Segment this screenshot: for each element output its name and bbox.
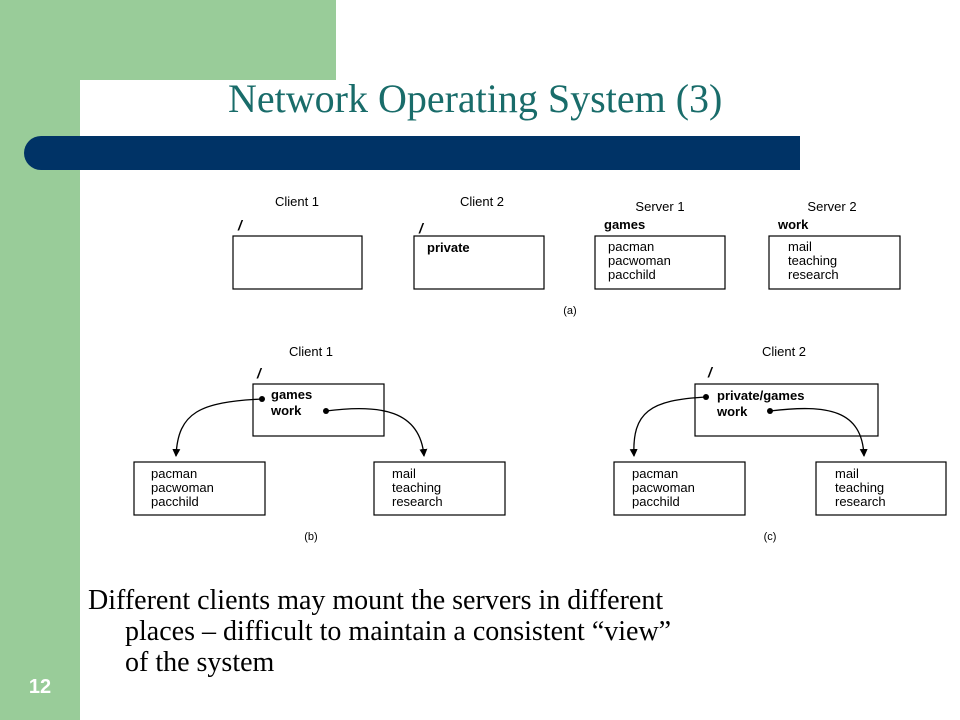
slide-body-text: Different clients may mount the servers … (88, 585, 868, 678)
b-right-file: mail (392, 466, 416, 481)
c-left-file: pacchild (632, 494, 680, 509)
a-client2-label: Client 2 (460, 194, 504, 209)
a-server1-file: pacman (608, 239, 654, 254)
a-client1-root: / (237, 217, 244, 233)
a-server2-box (768, 235, 901, 290)
b-client-entry: games (271, 387, 312, 402)
c-right-box (815, 461, 947, 516)
slide-number: 12 (28, 676, 52, 698)
a-caption: (a) (563, 305, 576, 317)
a-server1-box (594, 235, 726, 290)
c-client-label: Client 2 (762, 344, 806, 359)
c-client-entry: private/games (717, 388, 804, 403)
left-accent-band (0, 0, 80, 720)
a-server2-file: teaching (788, 253, 837, 268)
b-left-file: pacman (151, 466, 197, 481)
c-client-root: / (707, 364, 714, 380)
c-right-file: teaching (835, 480, 884, 495)
b-right-box (373, 461, 506, 516)
b-left-file: pacchild (151, 494, 199, 509)
b-left-file: pacwoman (151, 480, 214, 495)
c-right-file: mail (835, 466, 859, 481)
b-client-box (252, 383, 385, 437)
c-mount-arrow-work (769, 407, 868, 457)
a-server2-file: research (788, 267, 839, 282)
a-client2-box (413, 235, 545, 290)
a-server2-file: mail (788, 239, 812, 254)
b-client-root: / (256, 365, 263, 381)
a-client2-root: / (418, 220, 425, 236)
a-client1-label: Client 1 (275, 194, 319, 209)
top-accent-block (80, 0, 336, 80)
c-left-file: pacwoman (632, 480, 695, 495)
c-client-entry: work (716, 404, 748, 419)
c-left-file: pacman (632, 466, 678, 481)
slide-title: Network Operating System (3) (228, 76, 723, 121)
diagram-a: Client 1 / Client 2 / private Server 1 g… (232, 194, 901, 317)
body-line: places – difficult to maintain a consist… (125, 616, 672, 647)
a-server1-file: pacwoman (608, 253, 671, 268)
diagram-b: Client 1 / games work pacman pacwoman pa… (133, 344, 506, 543)
c-caption: (c) (764, 531, 777, 543)
b-right-file: teaching (392, 480, 441, 495)
a-server2-label: Server 2 (807, 199, 856, 214)
b-client-entry: work (270, 403, 302, 418)
b-mount-arrow-games (172, 398, 263, 457)
b-client-label: Client 1 (289, 344, 333, 359)
c-left-box (613, 461, 746, 516)
a-client1-box (232, 235, 363, 290)
c-client-box (694, 383, 879, 437)
a-server2-export: work (777, 217, 809, 232)
c-right-file: research (835, 494, 886, 509)
diagram-c: Client 2 / private/games work pacman pac… (613, 344, 947, 543)
a-client2-dir: private (427, 240, 470, 255)
b-caption: (b) (304, 531, 317, 543)
body-line: Different clients may mount the servers … (88, 585, 664, 616)
body-line: of the system (125, 647, 275, 678)
a-server1-file: pacchild (608, 267, 656, 282)
c-mount-arrow-games (629, 396, 707, 457)
a-server1-label: Server 1 (635, 199, 684, 214)
b-left-box (133, 461, 266, 516)
a-server1-export: games (604, 217, 645, 232)
title-underline-bar (24, 136, 800, 170)
b-mount-arrow-work (325, 407, 428, 457)
b-right-file: research (392, 494, 443, 509)
